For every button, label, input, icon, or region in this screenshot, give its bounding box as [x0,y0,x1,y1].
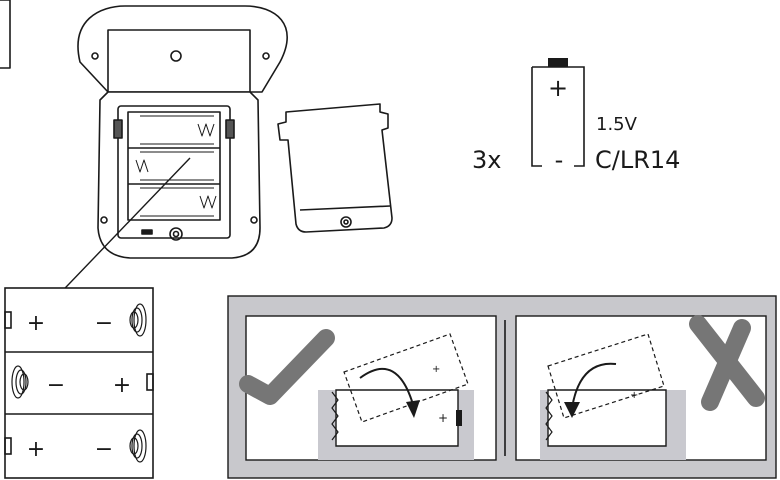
battery-voltage: 1.5V [596,114,638,135]
spring-icon [129,303,147,337]
detail-leader-line [43,157,191,311]
battery-orientation-detail [4,287,154,479]
battery-icon [531,66,585,167]
row2-left-sign: − [47,373,65,398]
orientation-signs: + − − + + − [27,311,131,462]
svg-text:+: + [630,390,638,401]
device-back-illustration [0,0,288,259]
row3-left-sign: + [27,437,45,462]
corner-frame [0,0,11,69]
correct-insertion-panel: + + [239,315,497,461]
battery-terminal [548,58,568,67]
spring-icon [11,365,29,399]
row1-left-sign: + [27,311,45,336]
battery-compartment [127,111,221,221]
battery-plus-label: + [548,74,568,102]
spring-icon [129,429,147,463]
insertion-instructions: + + + [227,295,777,479]
incorrect-insertion-panel: + [515,315,767,461]
battery-spec: + - 3x 1.5V C/LR14 [472,58,680,174]
battery-type: C/LR14 [595,146,680,174]
checkmark-icon [239,329,335,405]
row1-right-sign: − [95,311,113,336]
svg-text:+: + [432,364,440,375]
battery-quantity: 3x [472,146,501,174]
row2-right-sign: + [113,373,131,398]
battery-minus-label: - [555,146,564,174]
row3-right-sign: − [95,437,113,462]
battery-cover-illustration [277,103,393,233]
cross-icon [689,315,765,411]
svg-text:+: + [438,411,448,425]
